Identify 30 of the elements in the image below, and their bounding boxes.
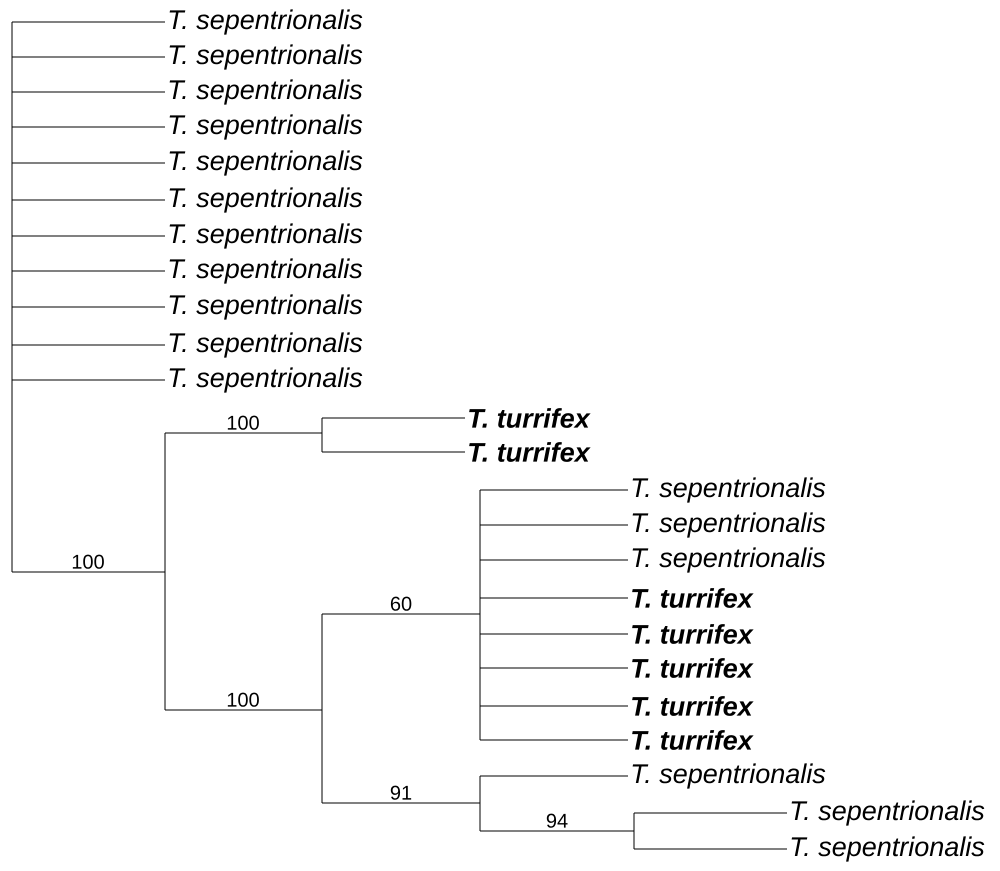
taxon-label: T. turrifex xyxy=(469,442,591,462)
taxon-label: T. sepentrionalis xyxy=(170,332,362,358)
taxon-label: T. turrifex xyxy=(632,696,754,716)
taxon-label: T. sepentrionalis xyxy=(792,800,984,826)
support-value: 100 xyxy=(228,416,259,430)
taxon-label: T. sepentrionalis xyxy=(170,187,362,213)
taxon-label: T. sepentrionalis xyxy=(170,44,362,70)
taxon-label: T. turrifex xyxy=(632,658,754,678)
taxon-label: T. sepentrionalis xyxy=(170,150,362,176)
taxon-label: T. sepentrionalis xyxy=(170,9,362,35)
taxon-label: T. sepentrionalis xyxy=(170,79,362,105)
taxon-label: T. sepentrionalis xyxy=(170,223,362,249)
taxon-label: T. sepentrionalis xyxy=(632,512,826,538)
taxon-label: T. sepentrionalis xyxy=(170,114,362,140)
taxon-label: T. sepentrionalis xyxy=(632,547,826,573)
taxon-label: T. sepentrionalis xyxy=(792,836,984,862)
taxon-label: T. turrifex xyxy=(632,624,754,644)
support-value: 94 xyxy=(546,814,568,828)
support-value: 100 xyxy=(228,692,259,707)
support-value: 60 xyxy=(390,596,412,611)
taxon-label: T. sepentrionalis xyxy=(632,477,826,503)
taxon-label: T. sepentrionalis xyxy=(170,294,362,320)
taxon-label: T. turrifex xyxy=(632,588,754,608)
taxon-label: T. turrifex xyxy=(632,730,754,750)
support-value: 100 xyxy=(72,554,104,569)
taxon-label: T. turrifex xyxy=(469,408,591,428)
taxon-label: T. sepentrionalis xyxy=(170,258,362,284)
support-value: 91 xyxy=(390,786,412,800)
taxon-label: T. sepentrionalis xyxy=(170,367,362,393)
taxon-label: T. sepentrionalis xyxy=(632,763,826,789)
